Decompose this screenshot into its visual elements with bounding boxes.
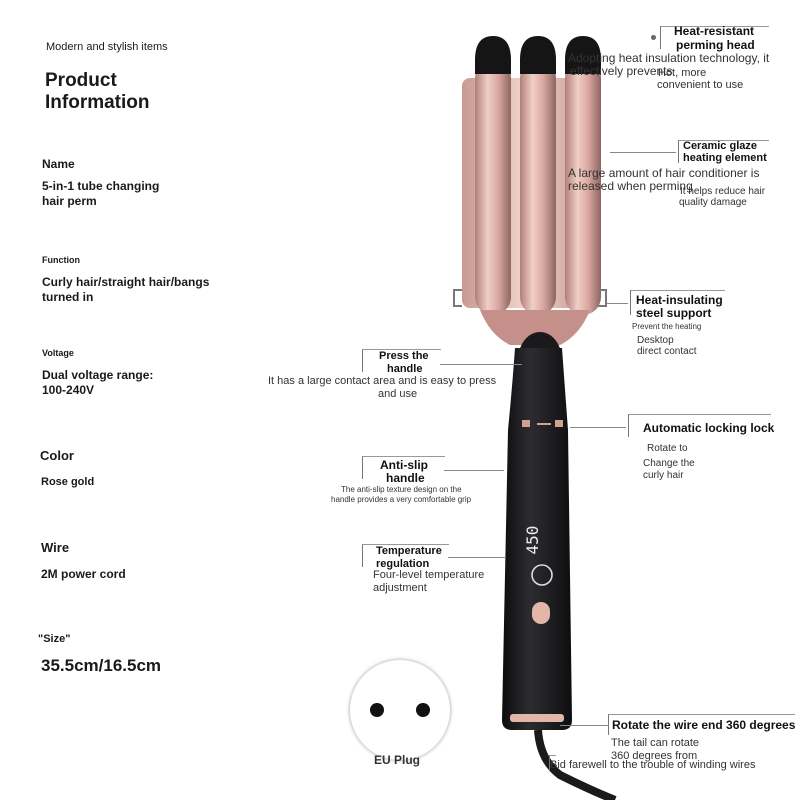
callout-rotate-title: Rotate the wire end 360 degrees — [612, 718, 796, 732]
callout-head-desc-4: convenient to use — [657, 79, 744, 91]
callout-rotate-desc-3: Bid farewell to the trouble of winding w… — [550, 759, 756, 771]
callout-temp-desc-2: adjustment — [373, 582, 427, 594]
wire-label: Wire — [41, 540, 70, 555]
tagline: Modern and stylish items — [46, 41, 168, 53]
name-value-1: 5-in-1 tube changing — [42, 179, 160, 193]
callout-head-title-1: Heat-resistant — [674, 24, 755, 38]
callout-antislip-desc-2: handle provides a very comfortable grip — [331, 495, 472, 504]
callout-rotate-desc-1: The tail can rotate — [611, 737, 700, 749]
callout-ceramic-desc-1: A large amount of hair conditioner is — [568, 166, 760, 180]
callout-support-desc-1: Prevent the heating — [632, 322, 702, 331]
callout-support-title-2: steel support — [636, 306, 712, 320]
callout-antislip-title-2: handle — [386, 471, 425, 485]
callout-antislip-desc-1: The anti-slip texture design on the — [341, 485, 462, 494]
callout-ceramic-title-2: heating element — [683, 152, 767, 164]
name-label: Name — [42, 157, 75, 171]
size-label: "Size" — [38, 633, 71, 645]
callout-antislip-title-1: Anti-slip — [380, 458, 428, 472]
heading-line2: Information — [45, 92, 150, 113]
callout-press-title-2: handle — [387, 363, 423, 375]
hair-curler-illustration: 450 — [453, 36, 617, 800]
callout-lock-desc-1: Rotate to — [647, 443, 688, 454]
callout-lock-desc-2: Change the — [643, 458, 695, 469]
voltage-value-1: Dual voltage range: — [42, 368, 154, 382]
voltage-value-2: 100-240V — [42, 383, 95, 397]
function-value-1: Curly hair/straight hair/bangs — [42, 275, 210, 289]
callout-temp-title-1: Temperature — [376, 545, 442, 557]
callout-press-desc-1: It has a large contact area and is easy … — [268, 375, 497, 387]
callout-temp-desc-1: Four-level temperature — [373, 569, 485, 581]
callout-lock-desc-3: curly hair — [643, 470, 684, 481]
callout-press-desc-2: and use — [378, 388, 418, 400]
color-value: Rose gold — [41, 476, 95, 488]
callout-support-desc-3: direct contact — [637, 346, 697, 357]
callout-ceramic-title-1: Ceramic glaze — [683, 140, 757, 152]
callout-rotate-desc-2: 360 degrees from — [611, 750, 698, 762]
eu-plug-label: EU Plug — [374, 753, 421, 767]
callout-head-desc-2: effectively prevents — [570, 64, 673, 78]
callout-ceramic-desc-3: It helps reduce hair — [680, 186, 766, 197]
eu-plug-icon — [350, 660, 450, 760]
callout-head-title-2: perming head — [676, 38, 755, 52]
function-value-2: turned in — [42, 290, 94, 304]
callout-ceramic-desc-2: released when perming — [568, 179, 693, 193]
callout-ceramic-desc-4: quality damage — [679, 197, 747, 208]
wire-value: 2M power cord — [41, 567, 126, 581]
callout-support-desc-2: Desktop — [637, 335, 674, 346]
callout-temp-title-2: regulation — [376, 558, 430, 570]
heading-line1: Product — [45, 70, 117, 91]
name-value-2: hair perm — [42, 194, 97, 208]
function-label: Function — [42, 255, 80, 265]
callout-head-desc-3: Hot, more — [658, 67, 707, 79]
size-value: 35.5cm/16.5cm — [41, 656, 162, 675]
voltage-label: Voltage — [42, 348, 74, 358]
led-display: 450 — [523, 526, 542, 555]
color-label: Color — [40, 448, 74, 463]
callout-press-title-1: Press the — [379, 350, 429, 362]
callout-support-title-1: Heat-insulating — [636, 293, 723, 307]
callout-head-desc-1: Adopting heat insulation technology, it — [568, 51, 770, 65]
callout-lock-title: Automatic locking lock — [643, 421, 775, 435]
